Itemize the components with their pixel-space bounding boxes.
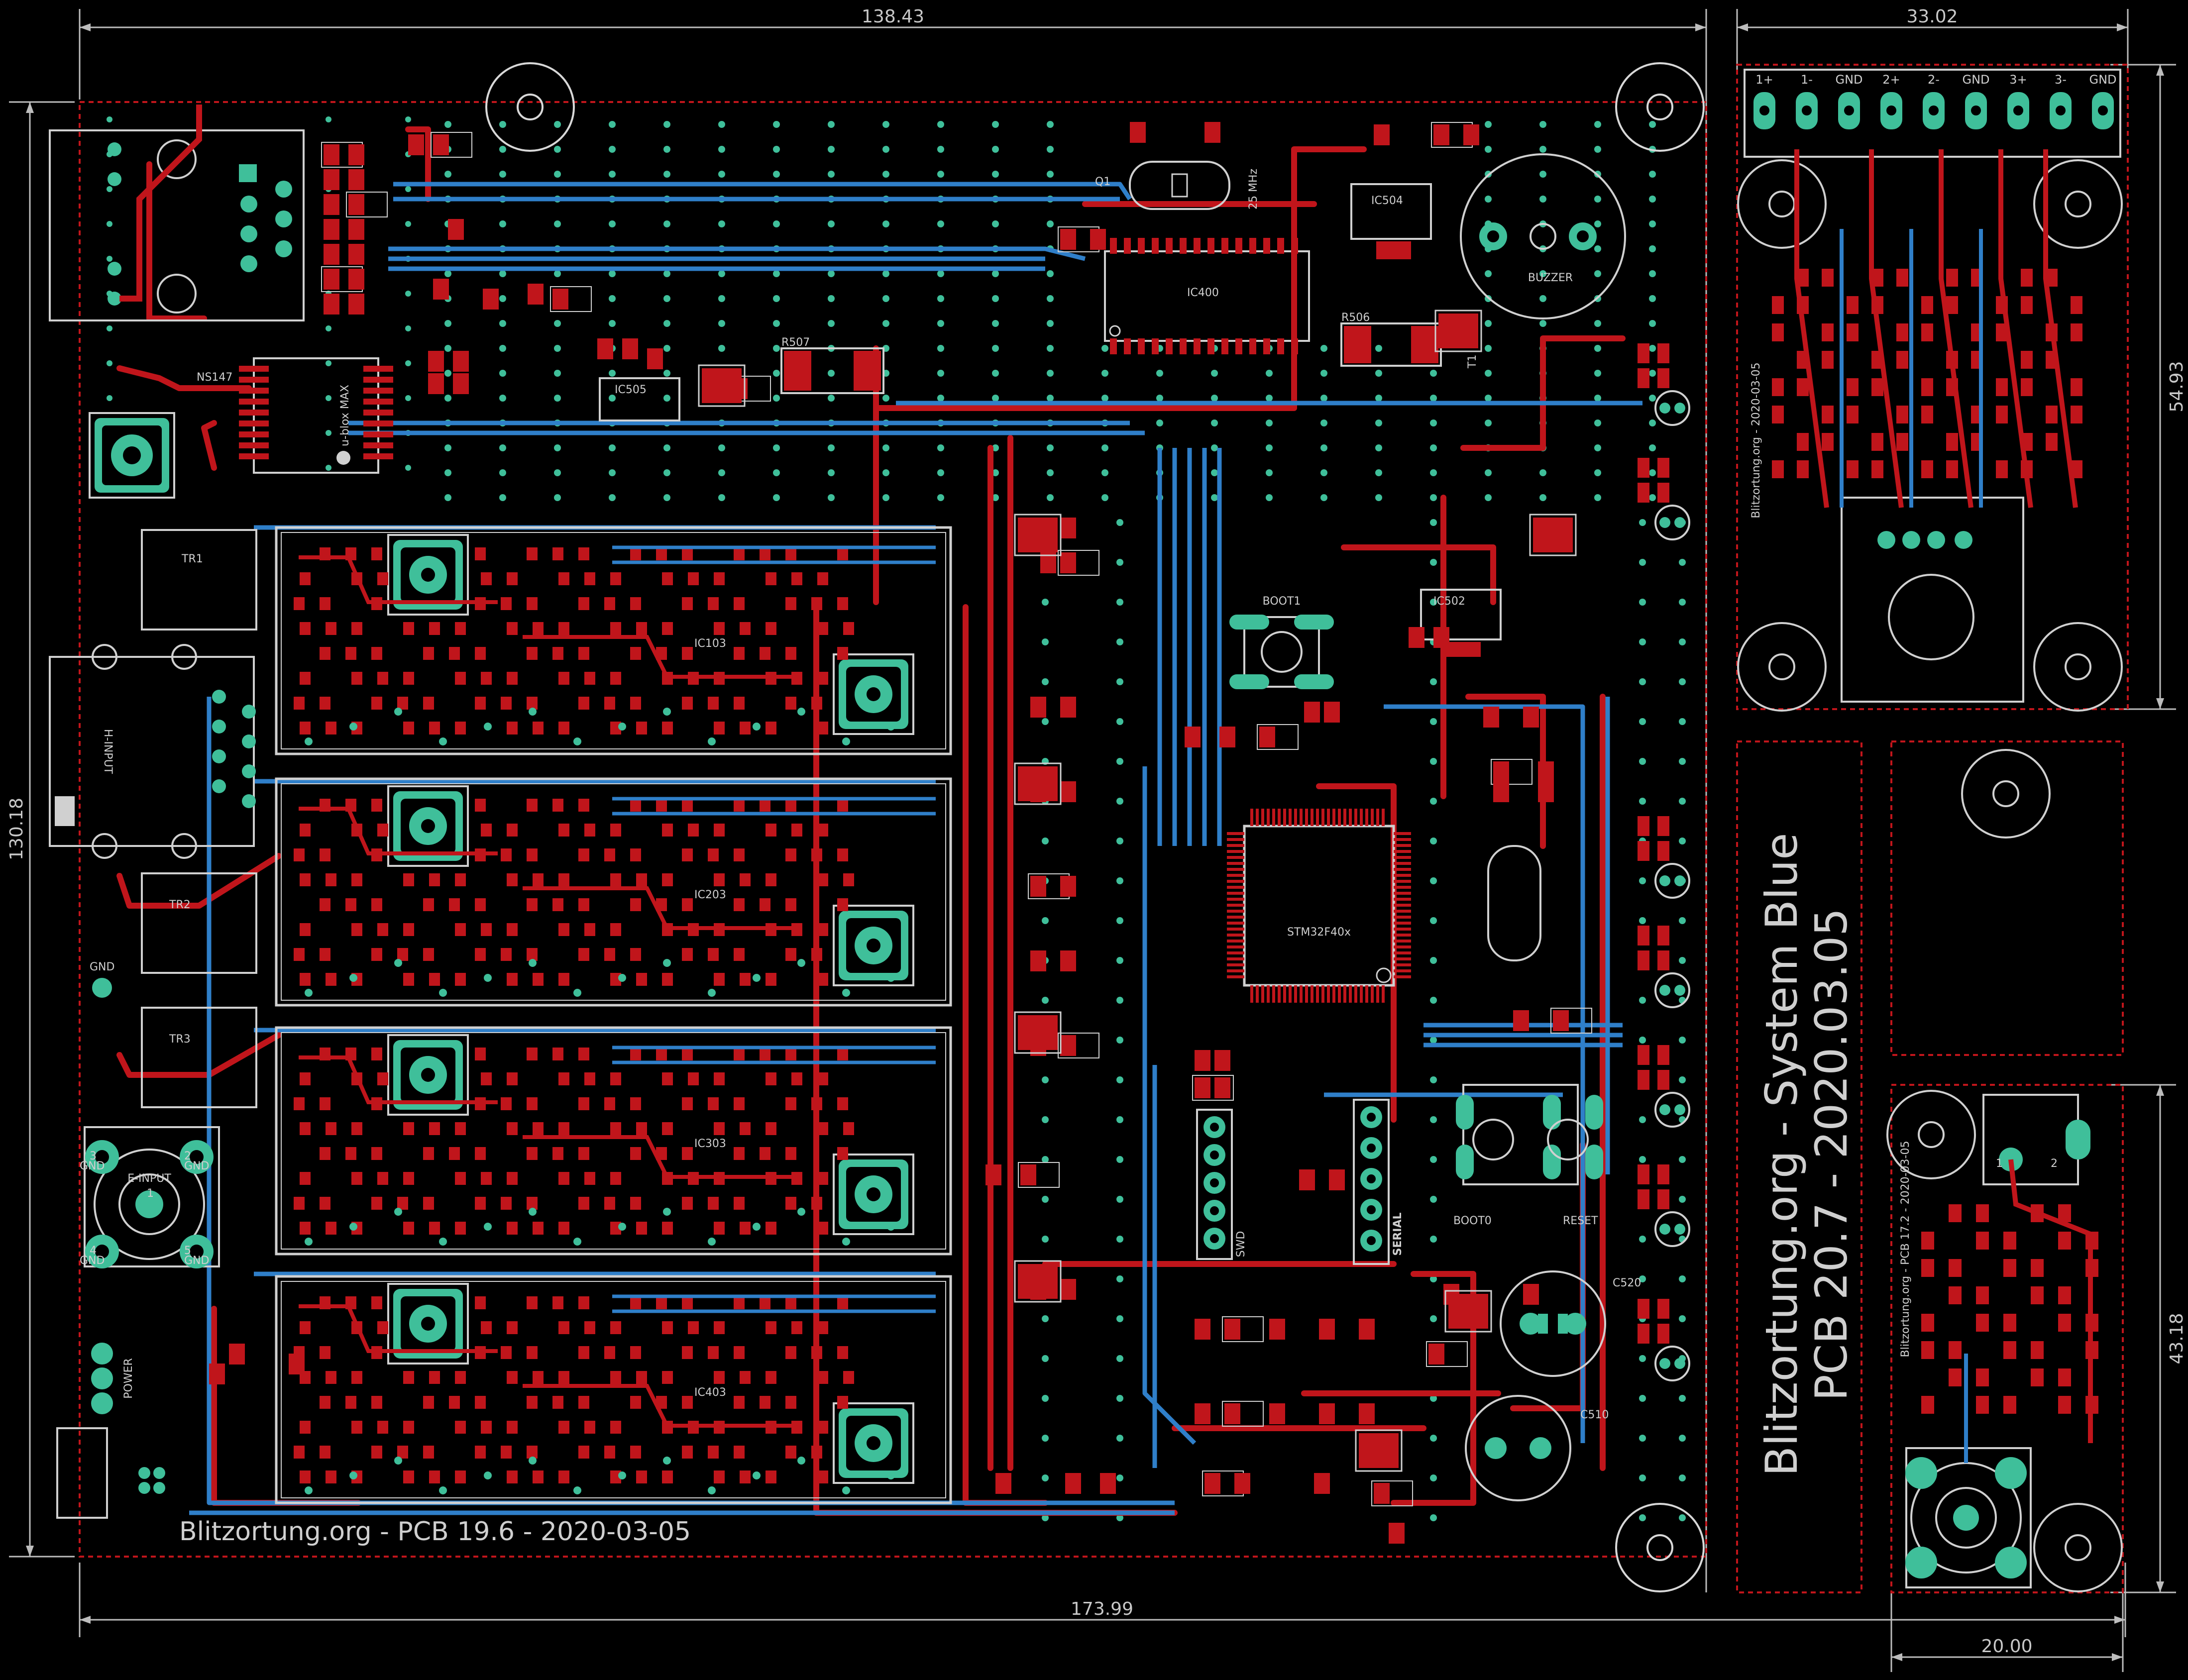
transformers bbox=[141, 529, 257, 1108]
boot1-label: BOOT1 bbox=[1263, 595, 1301, 608]
boot0-label: BOOT0 bbox=[1453, 1215, 1492, 1227]
ns147-antenna-connector: NS147 bbox=[89, 371, 232, 499]
q1-label: Q1 bbox=[1095, 176, 1110, 188]
ic504-chip bbox=[1350, 183, 1432, 259]
c510-label: C510 bbox=[1580, 1409, 1609, 1421]
e-input-connector bbox=[84, 1126, 220, 1268]
crystal-freq-label: 25 MHz bbox=[1247, 169, 1260, 210]
stm32-mcu bbox=[1227, 809, 1411, 1003]
r506-label: R506 bbox=[1341, 312, 1370, 324]
crystal-8mhz bbox=[1487, 845, 1541, 961]
ic504-label: IC504 bbox=[1371, 195, 1403, 207]
e-input-gnd-d: GND bbox=[184, 1255, 209, 1267]
e-input-label: E-INPUT bbox=[127, 1172, 171, 1185]
boot0-reset-buttons bbox=[1456, 1084, 1603, 1185]
amp-ic-label: IC103 bbox=[694, 637, 726, 650]
electrolytic-caps bbox=[1465, 1270, 1606, 1501]
ns147-label: NS147 bbox=[197, 371, 232, 384]
power-label: POWER bbox=[122, 1358, 135, 1399]
ic502-label: IC502 bbox=[1433, 595, 1465, 608]
h-input-connector bbox=[49, 644, 256, 859]
tr3-label: TR3 bbox=[169, 1033, 191, 1046]
mounting-holes bbox=[485, 62, 1705, 1592]
c520-label: C520 bbox=[1613, 1277, 1641, 1289]
side-connector-label: GND bbox=[1835, 73, 1862, 87]
gnd-label: GND bbox=[90, 961, 114, 973]
side-connector-label: GND bbox=[1962, 73, 1989, 87]
side-title-line2: PCB 20.7 - 2020.03.05 bbox=[1806, 908, 1857, 1401]
e-input-pin1: 1 bbox=[147, 1187, 154, 1200]
side-connector-label: 3+ bbox=[2009, 73, 2027, 87]
reset-label: RESET bbox=[1563, 1215, 1598, 1227]
e-input-gnd-b: GND bbox=[80, 1160, 105, 1172]
mcu-label: STM32F40x bbox=[1287, 926, 1351, 939]
main-board-bottom-text: Blitzortung.org - PCB 19.6 - 2020-03-05 bbox=[179, 1517, 691, 1547]
main-width-dimension: 138.43 bbox=[862, 6, 924, 27]
gps-module: u-blox MAX bbox=[239, 357, 393, 474]
ic505-chip bbox=[599, 377, 680, 421]
r507-label: R507 bbox=[781, 336, 810, 349]
side-connector-label: 1+ bbox=[1755, 73, 1773, 87]
tr2-label: TR2 bbox=[169, 899, 191, 911]
e-input-pin2: 2 bbox=[184, 1150, 191, 1162]
side-connector-label: 2+ bbox=[1882, 73, 1900, 87]
side-connector-pins: 1+ 1- GND 2+ 2- GND 3+ 3- GND bbox=[1753, 73, 2117, 129]
ic400-label: IC400 bbox=[1187, 287, 1219, 299]
rj45-jack bbox=[49, 105, 305, 321]
side-width-dimension: 33.02 bbox=[1906, 6, 1958, 27]
small-height-dimension: 43.18 bbox=[2167, 1313, 2187, 1364]
dimension-arrows bbox=[26, 23, 2164, 1661]
smd-parts bbox=[209, 122, 1592, 1544]
board-outlines bbox=[79, 64, 2129, 1593]
tr1-label: TR1 bbox=[181, 553, 203, 565]
serial-label: SERIAL bbox=[1392, 1212, 1404, 1256]
led-column bbox=[1638, 343, 1690, 1381]
t1-label: T1 bbox=[1466, 355, 1479, 369]
side-board-parts bbox=[1772, 149, 2082, 549]
small-board: 1 2 Blitzortung.org - PCB 17.2 - 2020-03… bbox=[1886, 1090, 2123, 1592]
crystal-q1 bbox=[1129, 161, 1230, 210]
e-input-pin3: 3 bbox=[90, 1150, 97, 1162]
swd-label: SWD bbox=[1235, 1231, 1247, 1258]
small-width-dimension: 20.00 bbox=[1981, 1636, 2032, 1657]
ic505-label: IC505 bbox=[615, 384, 647, 396]
side-title-line1: Blitzortung.org - System Blue bbox=[1756, 833, 1807, 1476]
side-connector-label: GND bbox=[2089, 73, 2116, 87]
r507-part bbox=[780, 347, 884, 394]
ic502-chip bbox=[1420, 589, 1502, 640]
e-input-gnd-a: GND bbox=[184, 1160, 209, 1172]
small-pin1-label: 1 bbox=[1996, 1157, 2003, 1170]
small-board-parts bbox=[1921, 1159, 2098, 1463]
e-input-pin4: 4 bbox=[90, 1245, 97, 1257]
debug-headers bbox=[1196, 1099, 1390, 1265]
gps-label: u-blox MAX bbox=[339, 385, 351, 446]
ic400-chip bbox=[1104, 238, 1310, 354]
e-input-gnd-c: GND bbox=[80, 1255, 105, 1267]
h-input-label: H-INPUT bbox=[102, 729, 114, 774]
amp-ic-label: IC203 bbox=[694, 889, 726, 901]
boot1-button bbox=[1229, 615, 1334, 689]
side-board: 1+ 1- GND 2+ 2- GND 3+ 3- GND Blitzortung.org - … bbox=[1737, 69, 2123, 1476]
amp-ic-label: IC403 bbox=[694, 1386, 726, 1399]
total-width-dimension: 173.99 bbox=[1071, 1599, 1133, 1619]
power-connector bbox=[56, 1343, 165, 1519]
side-connector-label: 3- bbox=[2055, 73, 2067, 87]
side-connector-label: 1- bbox=[1801, 73, 1813, 87]
buzzer bbox=[1460, 153, 1626, 319]
small-vertical-text: Blitzortung.org - PCB 17.2 - 2020-03-05 bbox=[1899, 1141, 1912, 1358]
buzzer-label: BUZZER bbox=[1528, 272, 1573, 284]
amp-ic-label: IC303 bbox=[694, 1138, 726, 1150]
main-height-dimension: 130.18 bbox=[6, 798, 27, 860]
side-height-dimension: 54.93 bbox=[2167, 361, 2187, 412]
e-input-pin5: 5 bbox=[184, 1245, 191, 1257]
small-pin2-label: 2 bbox=[2051, 1157, 2058, 1170]
side-connector-label: 2- bbox=[1928, 73, 1940, 87]
side-vertical-text: Blitzortung.org - 2020-03-05 bbox=[1750, 362, 1762, 518]
